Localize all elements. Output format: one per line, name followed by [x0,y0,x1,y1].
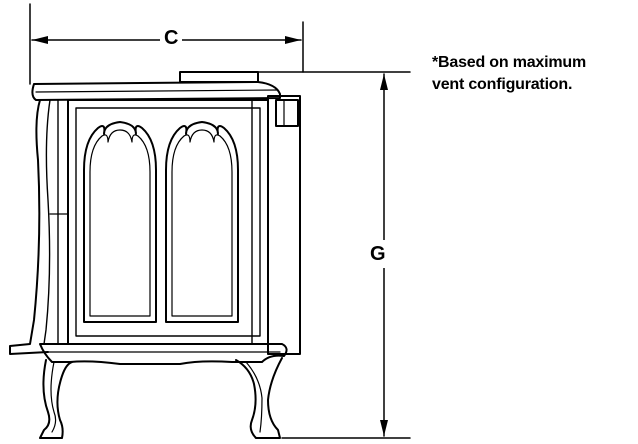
stove-side-view [9,71,301,439]
front-leg [39,359,73,439]
dimension-g-label: G [368,240,388,268]
footnote-line-1: *Based on maximum [432,54,586,71]
arrowhead-bottom [380,420,388,436]
footnote-line-2: vent configuration. [432,76,573,93]
rear-leg [235,357,283,439]
footnote: *Based on maximum vent configuration. [432,52,586,96]
arrowhead-right [285,36,301,44]
right-arch-window-inner [171,129,233,317]
front-leg-inner [50,361,57,433]
rear-heat-shield [267,95,301,355]
dimension-g [257,71,411,439]
left-arch-window-outer [83,121,157,323]
rear-leg-inner [245,361,263,433]
stove-base [39,343,288,365]
arrowhead-left [32,36,48,44]
flue-collar [179,71,259,83]
front-door-inner [43,99,51,345]
dimension-c-label: C [160,28,183,48]
side-panel-inner [75,107,261,337]
top-plate-edge [35,89,279,93]
left-arch-window-inner [89,129,151,317]
arrowhead-top [380,74,388,90]
right-arch-window-outer [165,121,239,323]
rear-vent-fitting [275,99,299,127]
front-door-profile [9,99,49,355]
